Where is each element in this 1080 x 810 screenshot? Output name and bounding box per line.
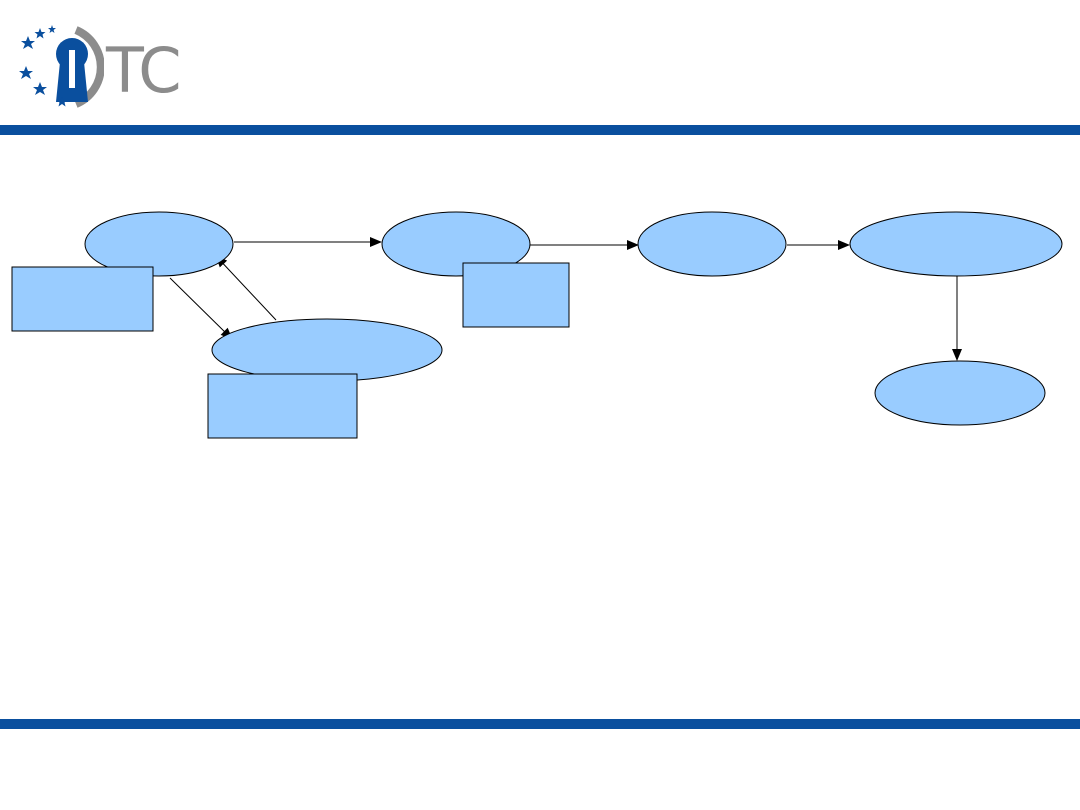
note-box-3 xyxy=(207,373,358,439)
edge-5-to-1 xyxy=(215,255,277,321)
logo-text: TC xyxy=(106,34,182,107)
edge-1-to-5 xyxy=(169,277,233,340)
header-rule xyxy=(0,125,1080,135)
footer-rule xyxy=(0,719,1080,729)
keyhole-stars-icon xyxy=(19,25,105,108)
note-box-2 xyxy=(462,262,570,328)
node-ellipse-4 xyxy=(849,211,1063,277)
node-ellipse-5 xyxy=(211,318,443,382)
node-ellipse-1 xyxy=(84,211,234,277)
node-ellipse-3 xyxy=(637,211,787,277)
node-ellipse-6 xyxy=(874,360,1046,426)
node-ellipse-2 xyxy=(381,211,531,277)
note-box-1 xyxy=(11,266,154,332)
logo: TC xyxy=(14,22,204,112)
